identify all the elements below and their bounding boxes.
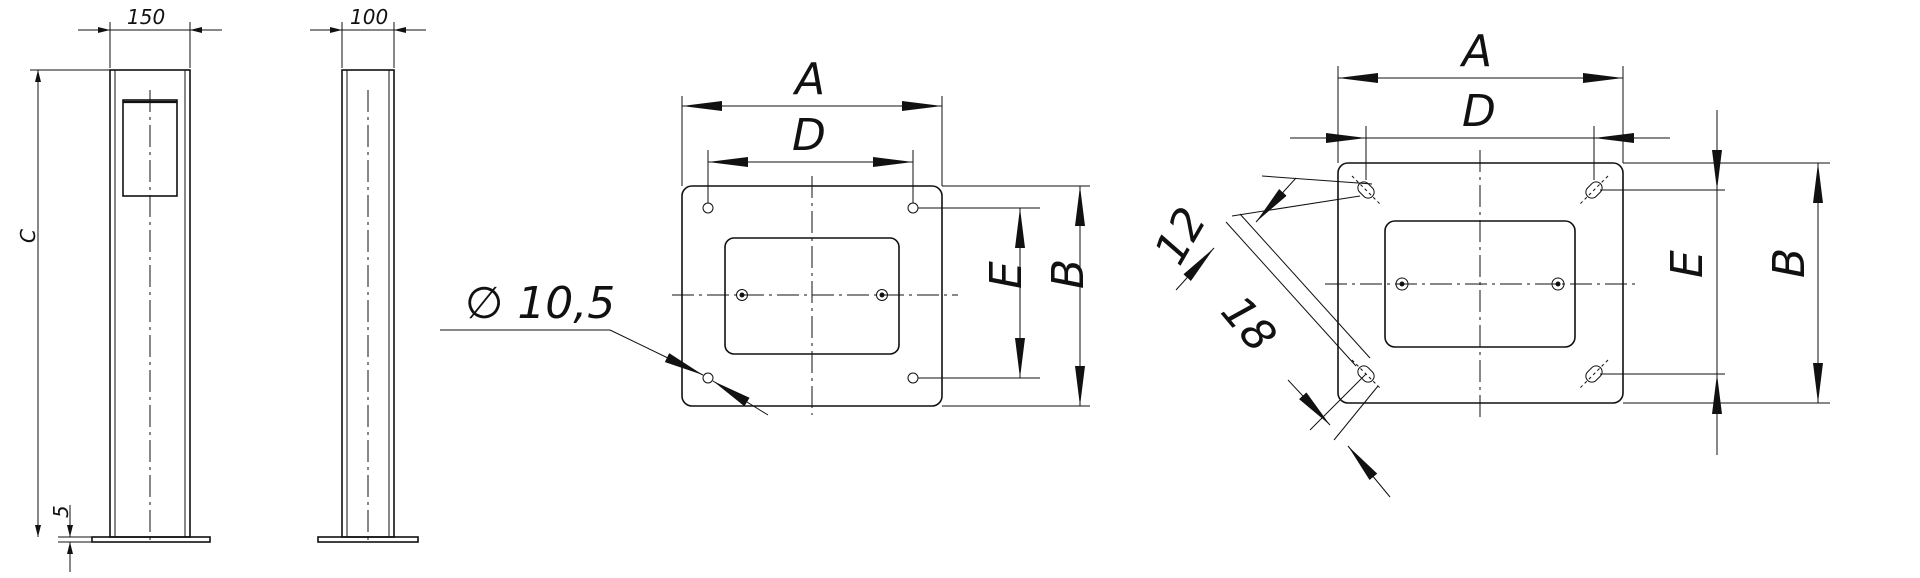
dim-label-5: 5 [49,505,73,518]
ext-line [1261,175,1373,185]
socket-screw-center [1555,281,1561,287]
dim-label-d: D [1462,86,1496,137]
dim-arrow [1287,379,1331,426]
mount-hole [907,372,919,384]
socket-screw-center [879,292,885,298]
socket-screw-center [1399,281,1405,287]
dim-label-c: C [16,229,40,243]
dim-label-b: B [1764,248,1815,278]
ext-line [1231,195,1361,217]
slotted-hole [1585,365,1603,383]
dim-label-a: A [1459,26,1492,77]
hole-diameter-label: ∅ 10,5 [465,278,615,329]
socket-screw [736,289,748,301]
slotted-hole [1585,181,1603,199]
ext-line [1333,385,1379,441]
plate-two: A D E B 12 18 [1145,26,1830,498]
slot-axis [1579,175,1609,205]
slot-axis [1351,175,1381,205]
slotted-hole [1357,181,1375,199]
socket-screw [1395,277,1409,291]
dim-label-e: E [981,261,1032,289]
dim-arrow [1347,445,1391,498]
post-base-plate-front [91,536,211,543]
dim-label-100: 100 [350,5,388,29]
ext-line [1309,373,1367,431]
socket-screw-center [739,292,745,298]
dim-label-a: A [792,54,825,105]
dim-arrow [1255,177,1297,223]
dim-label-18: 18 [1211,286,1286,362]
mount-hole [702,202,714,214]
socket-screw [1551,277,1565,291]
slot-dim-line-18 [1225,221,1357,367]
ext-line [1239,213,1371,359]
mount-hole [907,202,919,214]
dim-label-b: B [1043,259,1094,289]
leader-arrow [609,329,704,376]
post-side-view: 100 [310,5,426,545]
dim-label-e: E [1662,250,1713,278]
slot-axis [1579,359,1609,389]
plate-one: A D E B ∅ 10,5 [440,54,1094,416]
post-base-plate-side [317,536,419,543]
dim-label-150: 150 [127,5,165,29]
dim-label-d: D [792,110,826,161]
leader-arrow [712,380,769,416]
dim-label-12: 12 [1145,199,1217,273]
dim-arrow [1175,247,1215,291]
post-front-view: 150 C 5 [16,5,222,572]
socket-screw [876,289,888,301]
mount-hole [702,372,714,384]
